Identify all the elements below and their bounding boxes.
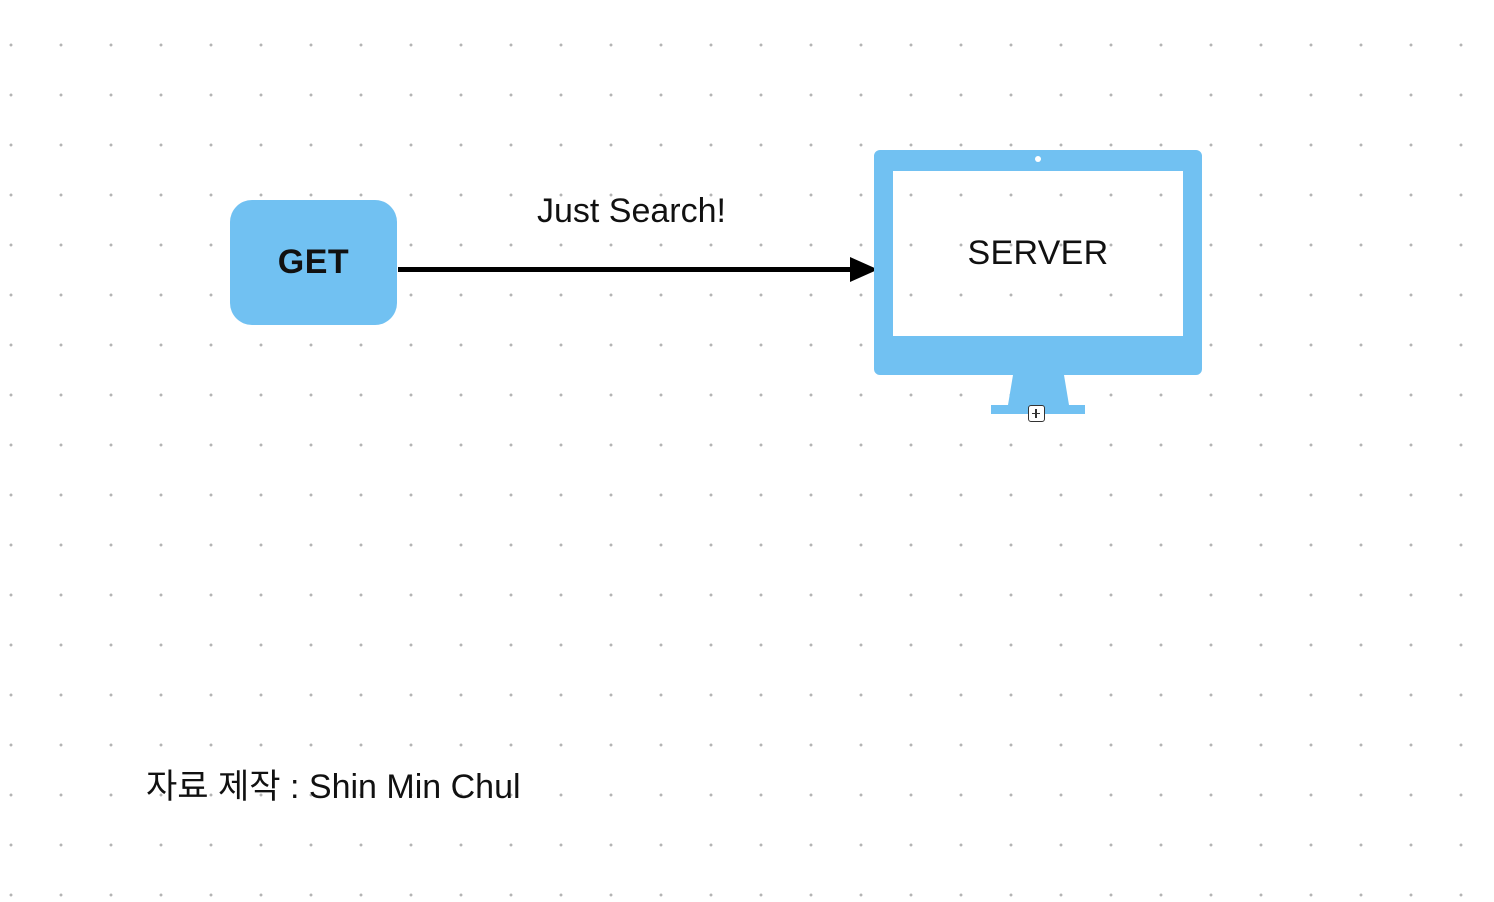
add-node-handle-icon[interactable] (1028, 405, 1045, 422)
credit-caption: 자료 제작 : Shin Min Chul (146, 768, 521, 806)
server-node[interactable]: SERVER (874, 150, 1202, 416)
get-node-label: GET (277, 243, 350, 281)
server-node-label: SERVER (967, 234, 1109, 272)
edge-label: Just Search! (537, 192, 726, 230)
get-node[interactable]: GET (230, 200, 397, 325)
connector-arrow[interactable] (396, 254, 881, 284)
arrowhead-icon (850, 257, 878, 282)
